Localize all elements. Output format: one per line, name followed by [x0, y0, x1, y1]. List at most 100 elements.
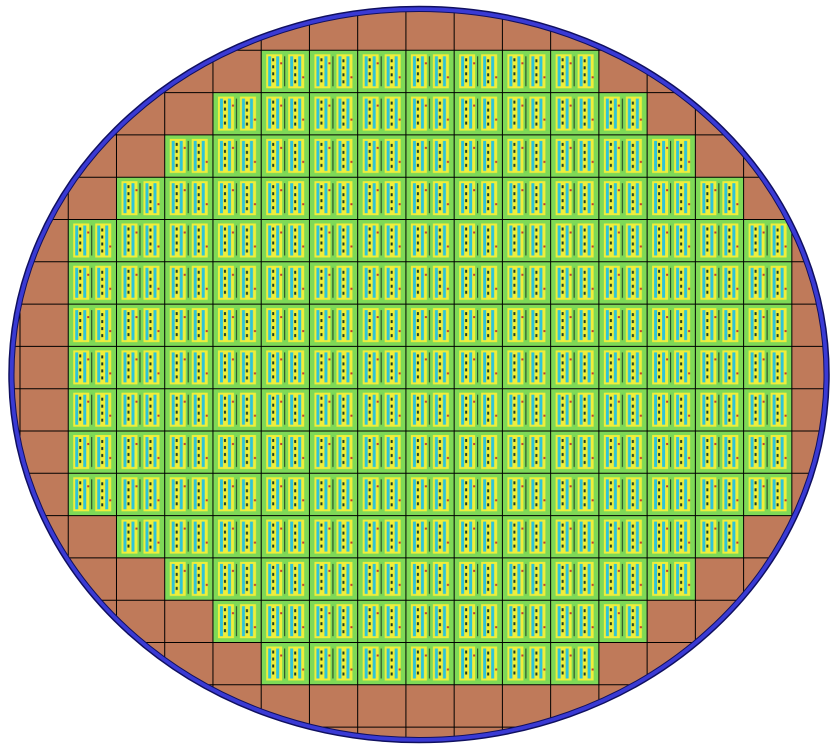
good-die — [68, 388, 117, 431]
good-die — [598, 177, 648, 220]
good-die — [164, 431, 213, 474]
good-die — [116, 388, 165, 431]
good-die — [405, 261, 455, 305]
good-die — [695, 388, 744, 431]
good-die — [261, 473, 310, 516]
good-die — [502, 642, 551, 685]
good-die — [454, 388, 503, 431]
good-die — [550, 261, 599, 305]
good-die — [454, 346, 503, 389]
good-die — [309, 50, 358, 93]
good-die — [550, 473, 599, 516]
good-die — [261, 50, 310, 93]
good-die — [550, 515, 599, 558]
good-die — [357, 177, 406, 220]
good-die — [68, 219, 117, 262]
good-die — [502, 219, 551, 262]
good-die — [309, 261, 358, 305]
good-die — [598, 515, 648, 558]
good-die — [647, 346, 696, 389]
good-die — [68, 473, 117, 516]
good-die — [68, 346, 117, 389]
good-die — [212, 388, 262, 431]
good-die — [261, 134, 310, 178]
good-die — [550, 134, 599, 178]
good-die — [454, 473, 503, 516]
good-die — [647, 557, 696, 601]
good-die — [743, 431, 792, 474]
good-die — [357, 134, 406, 178]
good-die — [261, 557, 310, 601]
good-die — [454, 600, 503, 643]
good-die — [598, 219, 648, 262]
good-die — [405, 557, 455, 601]
good-die — [647, 304, 696, 347]
good-die — [502, 261, 551, 305]
good-die — [647, 177, 696, 220]
good-die — [405, 600, 455, 643]
good-die — [116, 431, 165, 474]
good-die — [261, 304, 310, 347]
good-die — [116, 473, 165, 516]
good-die — [695, 261, 744, 305]
good-die — [116, 304, 165, 347]
good-die — [309, 473, 358, 516]
good-die — [550, 177, 599, 220]
good-die — [261, 92, 310, 135]
good-die — [695, 515, 744, 558]
die-grid — [68, 50, 792, 685]
good-die — [212, 304, 262, 347]
good-die — [212, 261, 262, 305]
good-die — [454, 642, 503, 685]
good-die — [405, 515, 455, 558]
good-die — [261, 515, 310, 558]
good-die — [261, 642, 310, 685]
good-die — [357, 473, 406, 516]
good-die — [695, 346, 744, 389]
wafer-inner-outline — [13, 11, 825, 738]
good-die — [357, 346, 406, 389]
good-die — [502, 177, 551, 220]
good-die — [212, 600, 262, 643]
good-die — [309, 642, 358, 685]
good-die — [357, 50, 406, 93]
good-die — [212, 92, 262, 135]
good-die — [454, 219, 503, 262]
good-die — [598, 346, 648, 389]
good-die — [502, 557, 551, 601]
good-die — [502, 50, 551, 93]
good-die — [454, 557, 503, 601]
good-die — [405, 134, 455, 178]
good-die — [405, 219, 455, 262]
good-die — [405, 304, 455, 347]
good-die — [164, 134, 213, 178]
good-die — [695, 177, 744, 220]
good-die — [550, 50, 599, 93]
good-die — [261, 600, 310, 643]
good-die — [68, 261, 117, 305]
good-die — [550, 431, 599, 474]
good-die — [502, 346, 551, 389]
good-die — [695, 304, 744, 347]
good-die — [647, 388, 696, 431]
good-die — [309, 346, 358, 389]
good-die — [598, 134, 648, 178]
good-die — [309, 600, 358, 643]
good-die — [598, 557, 648, 601]
good-die — [550, 642, 599, 685]
good-die — [261, 261, 310, 305]
good-die — [405, 642, 455, 685]
good-die — [405, 92, 455, 135]
good-die — [550, 92, 599, 135]
good-die — [309, 134, 358, 178]
good-die — [550, 600, 599, 643]
good-die — [357, 600, 406, 643]
good-die — [502, 600, 551, 643]
good-die — [212, 473, 262, 516]
good-die — [309, 557, 358, 601]
good-die — [164, 473, 213, 516]
good-die — [164, 515, 213, 558]
good-die — [357, 92, 406, 135]
good-die — [647, 261, 696, 305]
good-die — [405, 50, 455, 93]
